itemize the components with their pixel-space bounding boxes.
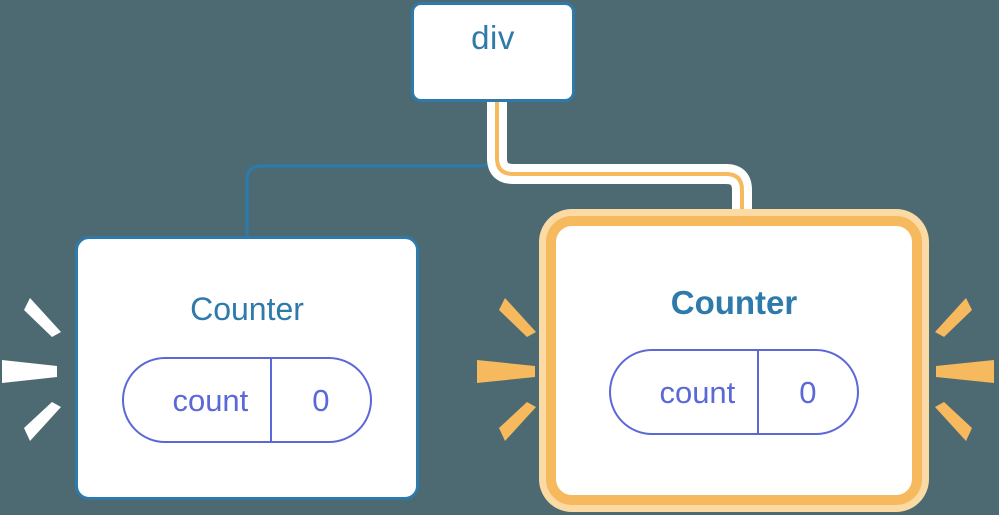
connector-div-to-counter-left bbox=[245, 102, 495, 238]
node-counter-left-label: Counter bbox=[190, 291, 304, 327]
state-pill-left: count 0 bbox=[122, 357, 372, 443]
connector-div-to-counter-right bbox=[495, 100, 744, 228]
state-key-right: count bbox=[659, 374, 736, 410]
sparkle-burst-icon-mid-orange bbox=[477, 282, 539, 457]
sparkle-burst-icon-left-white bbox=[2, 282, 64, 457]
node-div[interactable]: div bbox=[411, 2, 575, 102]
state-pill-right: count 0 bbox=[609, 349, 859, 435]
node-counter-right[interactable]: Counter count 0 bbox=[546, 216, 922, 505]
node-counter-left[interactable]: Counter count 0 bbox=[75, 236, 419, 500]
connector-div-to-counter-right-halo bbox=[487, 100, 752, 228]
node-counter-right-label: Counter bbox=[670, 284, 798, 321]
state-value-left: 0 bbox=[270, 359, 369, 441]
sparkle-burst-icon-right-orange bbox=[932, 282, 994, 457]
state-value-right: 0 bbox=[757, 351, 856, 433]
node-div-label: div bbox=[471, 18, 515, 56]
state-key-left: count bbox=[172, 382, 249, 418]
